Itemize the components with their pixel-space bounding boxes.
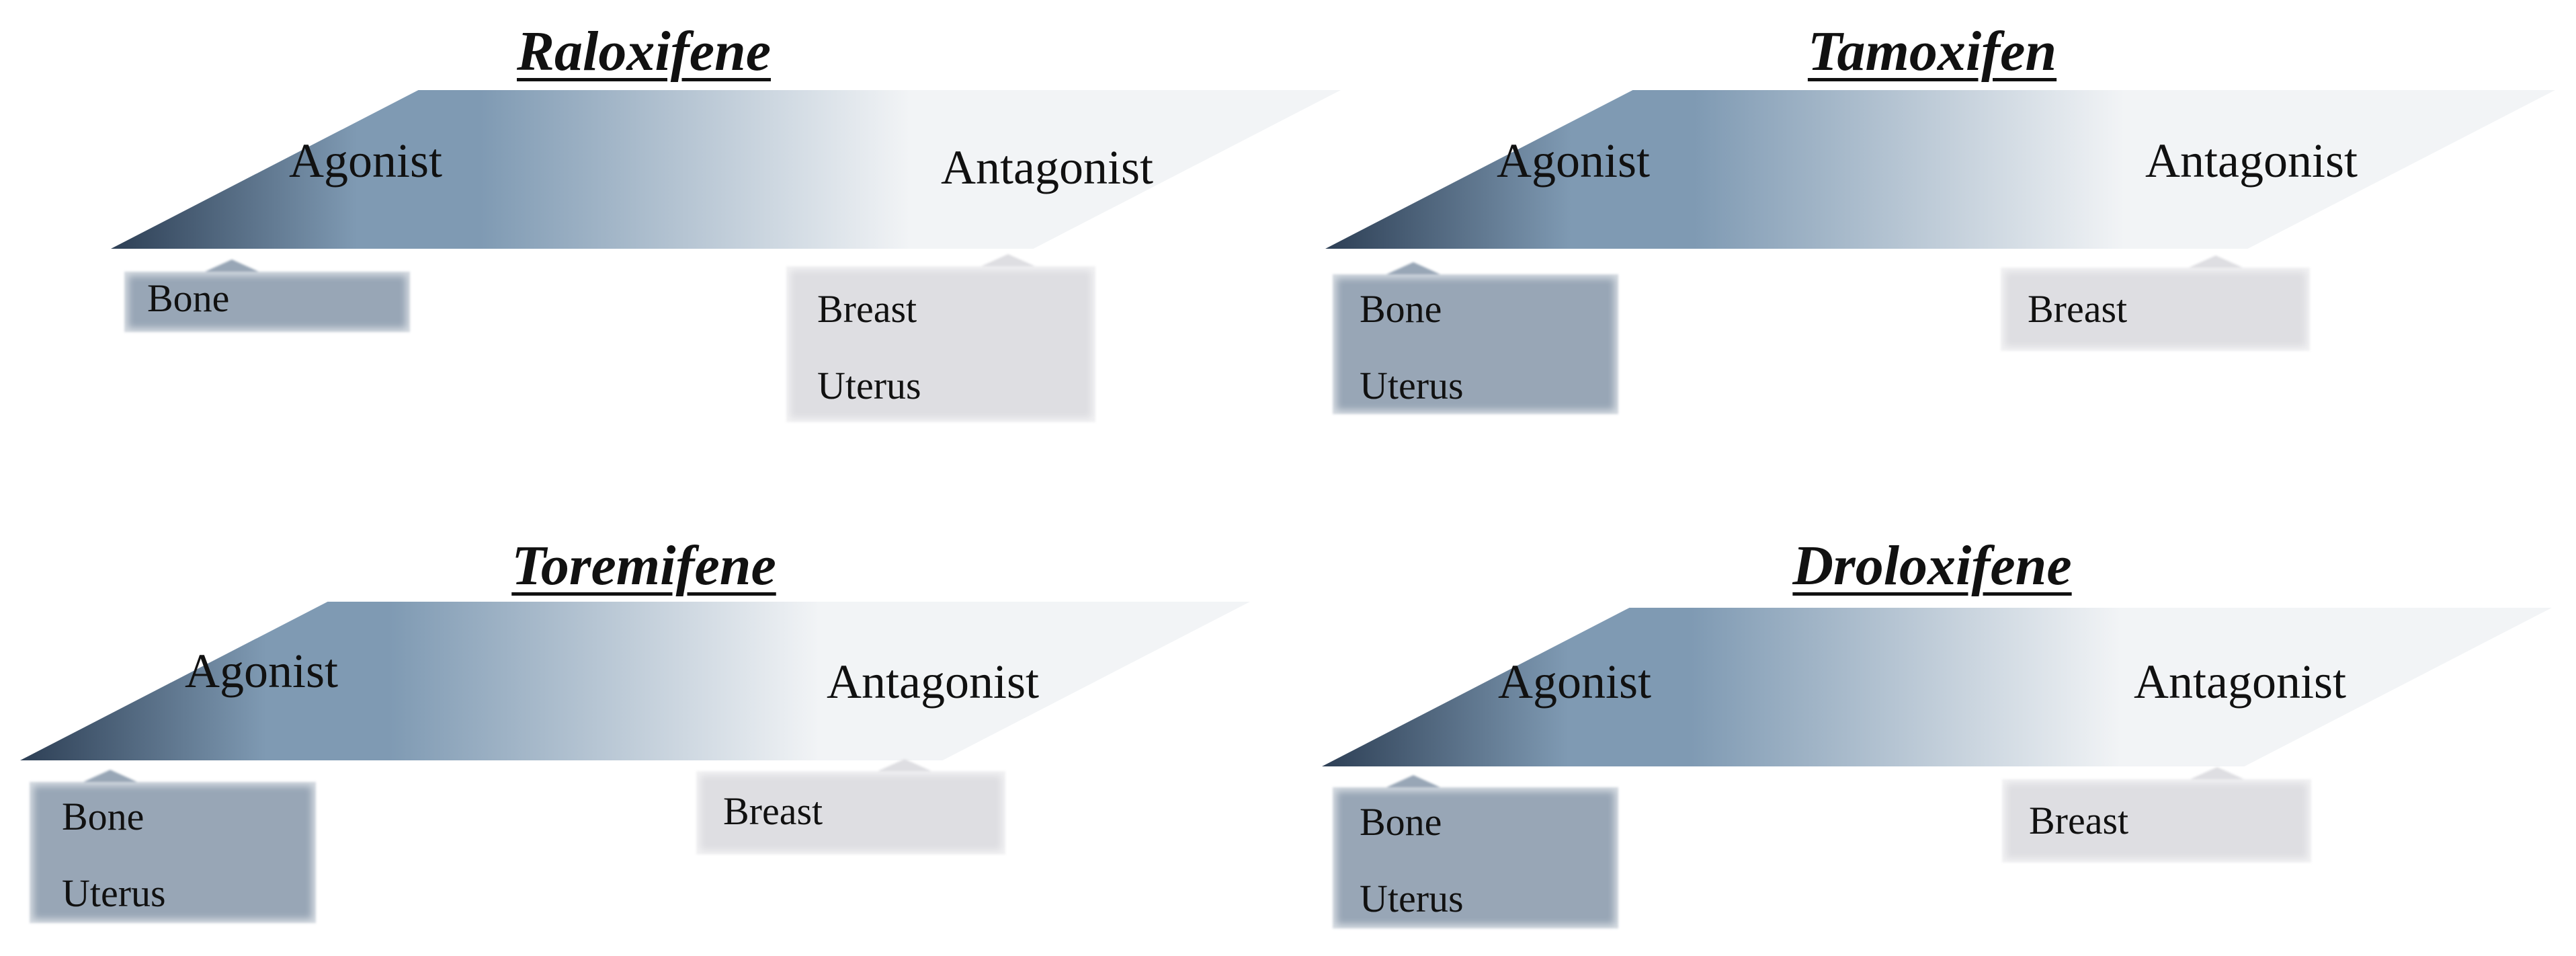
tissue-name: Uterus <box>817 364 921 407</box>
tissue-item: Bone <box>62 783 348 860</box>
panel-raloxifene: Raloxifene Agonist Antagonist Bone Breas… <box>0 0 1341 478</box>
agonist-label: Agonist <box>289 134 443 188</box>
antagonist-tissue-list: Breast <box>696 771 1032 861</box>
antagonist-label: Antagonist <box>941 141 1153 194</box>
panel-title: Raloxifene <box>517 20 771 83</box>
tissue-name: Breast <box>817 287 917 331</box>
antagonist-tissue-list: Breast <box>2002 779 2338 871</box>
panel-title: Toremifene <box>511 534 776 597</box>
panel-toremifene: Toremifene Agonist Antagonist Bone Uteru… <box>0 478 1288 956</box>
tissue-item: Uterus <box>62 860 348 937</box>
antagonist-label: Antagonist <box>2134 655 2346 709</box>
tissue-name: Bone <box>147 276 230 320</box>
agonist-label: Agonist <box>1498 655 1652 709</box>
agonist-tissue-list: Bone <box>124 272 433 332</box>
agonist-tissue-list: Bone Uterus <box>1333 274 1645 415</box>
tissue-item: Breast <box>817 276 1126 352</box>
tissue-item: Bone <box>147 272 433 348</box>
tissue-name: Breast <box>2029 799 2129 842</box>
agonist-tissue-list: Bone Uterus <box>1333 787 1645 930</box>
tissue-item: Uterus <box>1360 352 1645 429</box>
antagonist-tissue-box <box>786 254 1095 422</box>
agonist-tissue-box <box>30 770 316 923</box>
agonist-label: Agonist <box>1497 134 1651 188</box>
panel-tamoxifen: Tamoxifen Agonist Antagonist Bone Uterus… <box>1288 0 2576 478</box>
tissue-item: Breast <box>2028 276 2337 352</box>
panel-droloxifene: Droloxifene Agonist Antagonist Bone Uter… <box>1288 478 2576 956</box>
agonist-tissue-box <box>124 260 410 332</box>
tissue-item: Uterus <box>817 352 1126 429</box>
panel-title: Droloxifene <box>1792 534 2072 597</box>
antagonist-tissue-box <box>2001 255 2310 351</box>
tissue-item: Bone <box>1360 789 1645 865</box>
tissue-name: Breast <box>723 789 823 833</box>
tissue-item: Breast <box>723 778 1032 854</box>
tissue-item: Uterus <box>1360 865 1645 942</box>
tissue-name: Uterus <box>62 871 166 915</box>
antagonist-tissue-box <box>696 759 1005 854</box>
antagonist-label: Antagonist <box>827 655 1039 709</box>
antagonist-tissue-box <box>2002 767 2311 863</box>
tissue-name: Bone <box>1360 287 1442 331</box>
agonist-label: Agonist <box>185 644 339 698</box>
tissue-name: Bone <box>1360 800 1442 844</box>
tissue-item: Bone <box>1360 276 1645 352</box>
agonist-tissue-list: Bone Uterus <box>30 782 348 924</box>
antagonist-tissue-list: Breast <box>2001 268 2337 359</box>
agonist-tissue-box <box>1333 262 1618 414</box>
tissue-name: Uterus <box>1360 364 1464 407</box>
tissue-name: Bone <box>62 795 144 838</box>
antagonist-label: Antagonist <box>2145 134 2358 188</box>
antagonist-tissue-list: Breast Uterus <box>786 266 1126 432</box>
panel-title: Tamoxifen <box>1807 20 2057 83</box>
tissue-name: Uterus <box>1360 877 1464 920</box>
tissue-item: Breast <box>2029 787 2338 864</box>
agonist-tissue-box <box>1333 775 1618 928</box>
tissue-name: Breast <box>2028 287 2128 331</box>
